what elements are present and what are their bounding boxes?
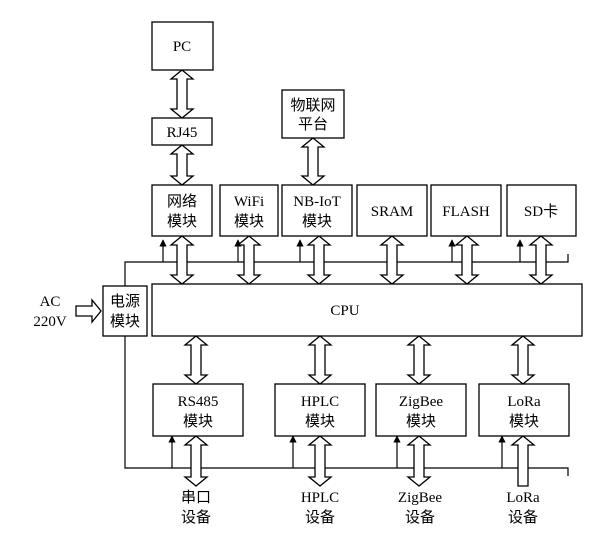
arrow-network-cpu <box>169 235 195 285</box>
arrow-ac-input <box>75 298 102 324</box>
sd-card-block: SD卡 <box>506 184 577 237</box>
pc-label: PC <box>173 39 191 55</box>
arrow-rj45-network <box>169 144 195 186</box>
power-input-label: AC 220V <box>33 294 67 330</box>
nbiot-module-label-line1: NB-IoT <box>293 194 341 210</box>
power-module-block: 电源 模块 <box>102 285 148 337</box>
arrow-cpu-hplc <box>307 335 333 385</box>
lora-device-line1: LoRa <box>506 490 540 506</box>
arrow-platform-nbiot <box>300 137 326 186</box>
zigbee-module-label-line2: 模块 <box>406 413 436 430</box>
cpu-block: CPU <box>151 283 583 337</box>
iot-platform-label-line2: 平台 <box>298 116 328 133</box>
zigbee-device-line1: ZigBee <box>398 490 442 506</box>
hplc-device-line2: 设备 <box>305 509 335 526</box>
zigbee-module-label-line1: ZigBee <box>399 394 443 410</box>
arrow-hplc-device <box>307 435 333 487</box>
sram-label: SRAM <box>371 204 414 220</box>
blocks: PC RJ45 物联网 平台 网络 模块 WiFi 模块 NB-IoT 模块 <box>102 21 583 437</box>
hplc-module-label-line2: 模块 <box>305 413 335 430</box>
arrow-sd-cpu <box>528 235 554 285</box>
arrow-cpu-zigbee <box>406 335 432 385</box>
wifi-module-label-line2: 模块 <box>234 213 264 230</box>
rj45-block: RJ45 <box>151 117 213 146</box>
network-module-label-line1: 网络 <box>167 193 197 210</box>
flash-label: FLASH <box>442 204 490 220</box>
rs485-module-block: RS485 模块 <box>152 383 244 437</box>
iot-platform-block: 物联网 平台 <box>281 89 345 139</box>
rs485-module-label-line1: RS485 <box>178 394 219 410</box>
power-wires <box>124 239 569 476</box>
serial-device-line1: 串口 <box>181 489 211 506</box>
serial-device-line2: 设备 <box>181 509 211 526</box>
iot-platform-label-line1: 物联网 <box>290 97 335 114</box>
cpu-label: CPU <box>330 303 359 319</box>
arrow-rs485-serial-device <box>183 435 209 487</box>
arrow-pc-rj45 <box>169 69 195 119</box>
wifi-module-label-line1: WiFi <box>234 194 264 210</box>
sd-card-label: SD卡 <box>524 203 558 220</box>
bus-arrows <box>75 69 554 487</box>
hplc-module-label-line1: HPLC <box>301 394 339 410</box>
arrow-cpu-rs485 <box>183 335 209 385</box>
wifi-module-block: WiFi 模块 <box>219 184 279 237</box>
nbiot-module-label-line2: 模块 <box>302 213 332 230</box>
arrow-nbiot-cpu <box>306 235 332 285</box>
hplc-module-block: HPLC 模块 <box>274 383 366 437</box>
rs485-module-label-line2: 模块 <box>183 413 213 430</box>
arrow-wifi-cpu <box>236 235 262 285</box>
lora-module-label-line1: LoRa <box>507 394 541 410</box>
nbiot-module-block: NB-IoT 模块 <box>281 184 353 237</box>
hplc-device-line1: HPLC <box>301 490 339 506</box>
lora-module-label-line2: 模块 <box>509 413 539 430</box>
arrow-flash-cpu <box>454 235 480 285</box>
zigbee-module-block: ZigBee 模块 <box>375 383 467 437</box>
arrow-sram-cpu <box>379 235 405 285</box>
lora-device-line2: 设备 <box>508 509 538 526</box>
pc-block: PC <box>151 21 214 71</box>
power-input-line2: 220V <box>33 314 67 330</box>
power-module-label-line2: 模块 <box>110 313 140 330</box>
sram-block: SRAM <box>356 184 428 237</box>
power-module-label-line1: 电源 <box>110 293 140 310</box>
arrow-lora-device <box>510 435 536 487</box>
arrow-cpu-lora <box>510 335 536 385</box>
network-module-block: 网络 模块 <box>151 184 213 237</box>
flash-block: FLASH <box>430 184 502 237</box>
zigbee-device-line2: 设备 <box>405 509 435 526</box>
power-input-line1: AC <box>40 294 61 310</box>
lora-module-block: LoRa 模块 <box>478 383 570 437</box>
network-module-label-line2: 模块 <box>167 213 197 230</box>
rj45-label: RJ45 <box>167 125 198 141</box>
device-labels: 串口 设备 HPLC 设备 ZigBee 设备 LoRa 设备 <box>181 489 540 526</box>
arrow-zigbee-device <box>406 435 432 487</box>
